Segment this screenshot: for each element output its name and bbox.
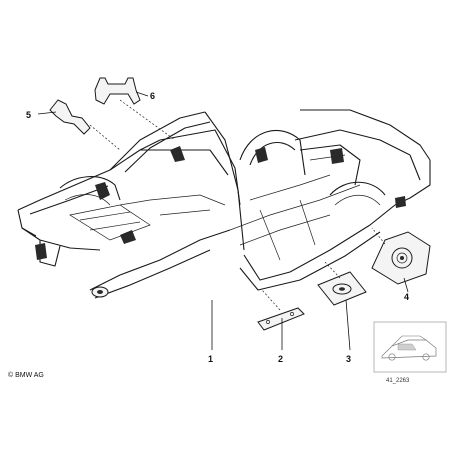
callout-1: 1 [208, 354, 213, 364]
copyright-label: © BMW AG [8, 372, 44, 379]
car-body-shell [17, 109, 431, 299]
callout-3: 3 [346, 354, 351, 364]
bracket-part-6 [94, 77, 141, 105]
strip-part-2 [257, 307, 305, 331]
callout-6: 6 [150, 91, 155, 101]
leader-lines [37, 91, 409, 351]
callout-2: 2 [278, 354, 283, 364]
thumbnail-ref-code: 41_2263 [386, 378, 410, 384]
callout-4: 4 [404, 292, 409, 302]
callout-5: 5 [26, 110, 31, 120]
bracket-part-5 [49, 99, 91, 135]
reference-thumbnail: 41_2263 [373, 321, 447, 384]
